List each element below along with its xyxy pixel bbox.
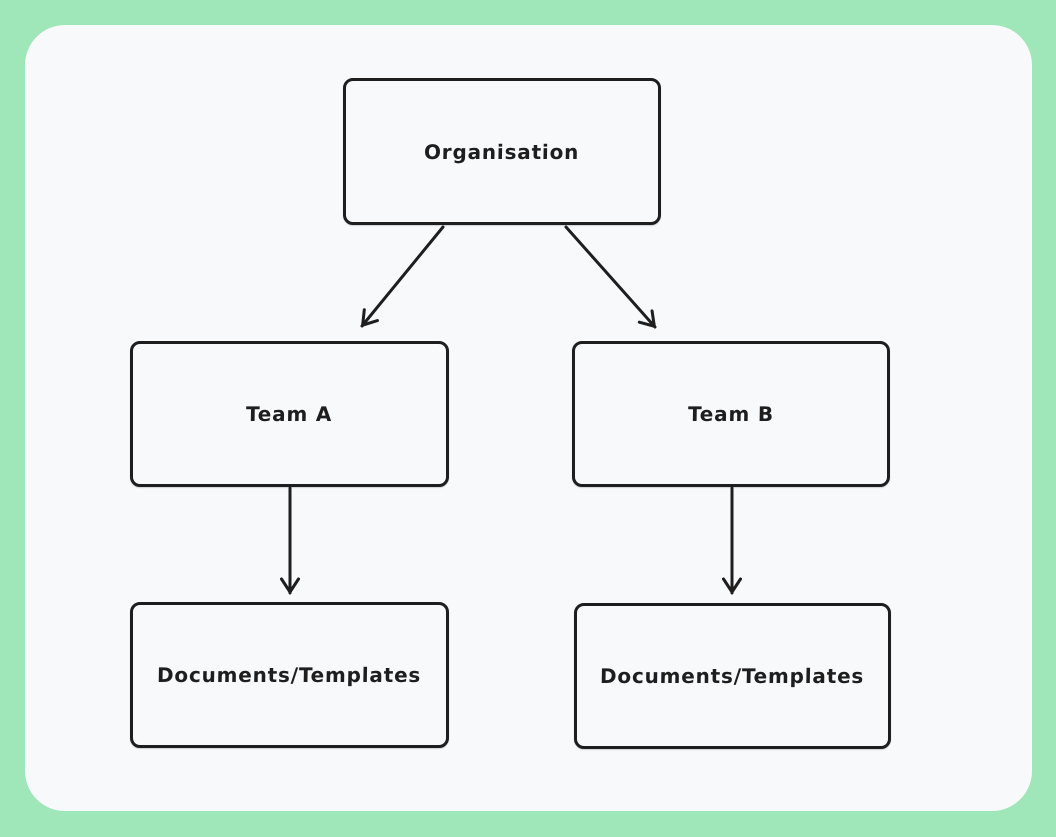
node-team-b[interactable]: Team B <box>572 341 890 487</box>
node-team-a-label: Team A <box>246 402 333 426</box>
node-team-b-label: Team B <box>687 402 775 426</box>
node-documents-templates-a[interactable]: Documents/Templates <box>130 602 449 748</box>
node-documents-templates-b-label: Documents/Templates <box>600 664 865 688</box>
node-documents-templates-b[interactable]: Documents/Templates <box>574 603 891 749</box>
node-organisation-label: Organisation <box>424 139 580 164</box>
edge-organisation-to-team-a[interactable] <box>360 225 445 328</box>
node-documents-templates-a-label: Documents/Templates <box>157 663 422 687</box>
edge-organisation-to-team-b[interactable] <box>564 225 657 329</box>
node-organisation[interactable]: Organisation <box>343 78 661 225</box>
node-team-a[interactable]: Team A <box>130 341 449 487</box>
